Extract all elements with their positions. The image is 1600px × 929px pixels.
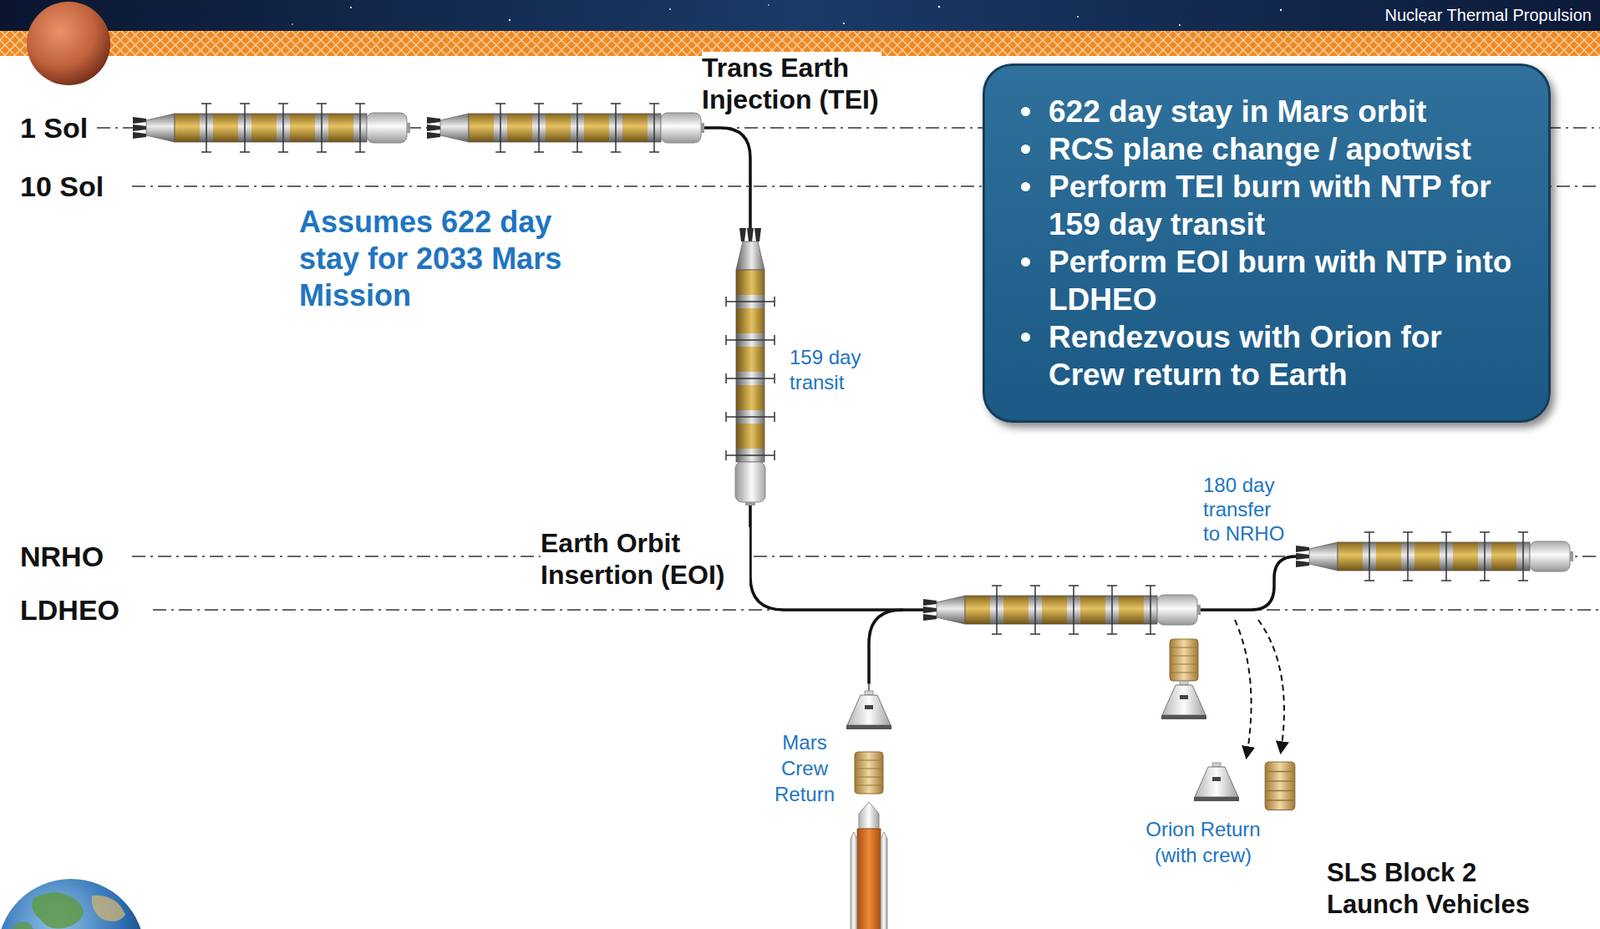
vehicle-note-text: Mars Crew Return [766, 729, 843, 808]
bullet-item: Rendezvous with Orion for Crew return to… [1048, 318, 1519, 394]
orbit-level-label-text: 10 Sol [20, 168, 104, 204]
vehicle-note: Orion Return (with crew) [1140, 816, 1266, 869]
separation-arrows [1234, 619, 1285, 757]
assumption-note: Assumes 622 day stay for 2033 Mars Missi… [299, 203, 588, 315]
vehicle-note: Mars Crew Return [766, 729, 843, 808]
maneuver-label: Trans Earth Injection (TEI) [701, 51, 882, 116]
mission-steps-panel: 622 day stay in Mars orbitRCS plane chan… [982, 63, 1551, 423]
bullet-dot [1020, 106, 1031, 117]
bullet-dot [1020, 182, 1031, 192]
dashed-arrow [1258, 619, 1285, 752]
launch-vehicle-label-text: SLS Block 2 Launch Vehicles [1326, 857, 1553, 921]
orbit-level-label-text: LDHEO [20, 592, 120, 628]
trajectory-line [1200, 556, 1296, 610]
bullet-dot [1020, 144, 1031, 154]
maneuver-label-text: Earth Orbit Insertion (EOI) [540, 527, 750, 591]
orbit-level-label: NRHO [20, 538, 121, 574]
duration-note: 180 day transfer to NRHO [1203, 472, 1291, 546]
mars-globe [26, 1, 111, 86]
bullet-text: Perform TEI burn with NTP for 159 day tr… [1048, 167, 1519, 244]
header-title-text: Nuclear Thermal Propulsion [1384, 5, 1592, 26]
maneuver-label-text: Trans Earth Injection (TEI) [701, 51, 882, 116]
orion-capsule [1161, 680, 1207, 720]
vehicle-note-text: Orion Return (with crew) [1140, 816, 1266, 869]
orbit-level-label: LDHEO [20, 592, 138, 628]
orion-capsule [1193, 762, 1240, 802]
star-field [291, 4, 1426, 26]
duration-note: 159 day transit [789, 345, 869, 396]
bullet-text: Rendezvous with Orion for Crew return to… [1048, 318, 1519, 394]
dashed-arrow [1234, 619, 1252, 757]
abort-tower [868, 683, 870, 691]
bullet-text: 622 day stay in Mars orbit [1048, 92, 1519, 131]
orbit-level-label: 1 Sol [20, 110, 112, 146]
ntp-spacecraft [132, 103, 411, 153]
cargo-module [854, 751, 884, 794]
ntp-spacecraft [726, 228, 775, 506]
orion-capsule [846, 690, 892, 730]
bullet-text: RCS plane change / apotwist [1048, 130, 1519, 168]
duration-note-text: 180 day transfer to NRHO [1203, 472, 1291, 546]
bullet-text: Perform EOI burn with NTP into LDHEO [1048, 243, 1519, 319]
bullet-dot [1020, 332, 1031, 342]
bullet-item: 622 day stay in Mars orbit [1048, 92, 1519, 131]
orbit-level-label-text: NRHO [20, 538, 104, 574]
sls-rocket [850, 802, 888, 929]
earth-globe [0, 878, 145, 929]
launch-vehicle-label: SLS Block 2 Launch Vehicles [1326, 857, 1553, 921]
header-banner [0, 0, 1600, 31]
orbit-level-label: 10 Sol [20, 168, 121, 204]
cargo-module [1264, 761, 1296, 811]
orbit-level-label-text: 1 Sol [20, 110, 88, 146]
bullet-item: RCS plane change / apotwist [1048, 130, 1519, 168]
ntp-spacecraft [426, 103, 705, 153]
bullet-dot [1020, 257, 1031, 267]
duration-note-text: 159 day transit [789, 345, 869, 396]
cargo-module [1169, 639, 1199, 681]
ntp-spacecraft [923, 585, 1201, 635]
trajectory-line [868, 609, 903, 684]
ntp-spacecraft [1295, 532, 1574, 581]
header-title: Nuclear Thermal Propulsion [1336, 5, 1592, 26]
maneuver-label: Earth Orbit Insertion (EOI) [540, 527, 750, 591]
bullet-item: Perform TEI burn with NTP for 159 day tr… [1048, 167, 1519, 244]
assumption-note-text: Assumes 622 day stay for 2033 Mars Missi… [299, 203, 588, 315]
bullet-item: Perform EOI burn with NTP into LDHEO [1048, 243, 1519, 319]
